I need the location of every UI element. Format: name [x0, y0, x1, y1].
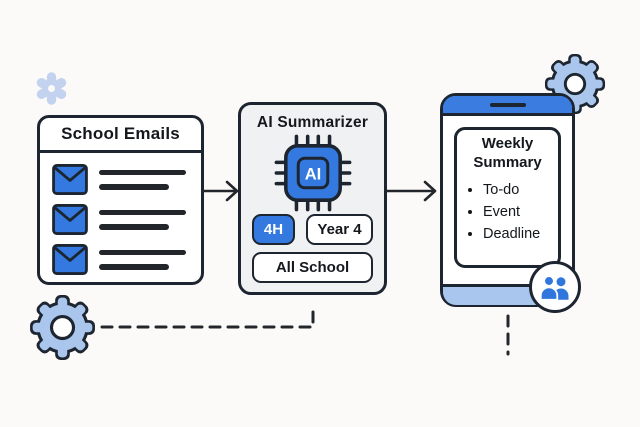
weekly-summary-title: Weekly Summary [473, 135, 542, 171]
asterisk-decoration-icon [36, 72, 67, 105]
school-emails-panel: School Emails [37, 115, 204, 285]
ai-chip-icon: AI [274, 134, 351, 212]
tag-year-4: Year 4 [306, 214, 373, 245]
ai-chip-wrap: AI [274, 134, 352, 212]
flow-arrow-icon [201, 180, 239, 202]
text-line [99, 224, 169, 230]
flow-arrow-icon [385, 180, 437, 202]
summary-item-event: Event [483, 201, 558, 223]
envelope-icon [52, 244, 88, 275]
tag-all-school: All School [252, 252, 373, 283]
text-line [99, 209, 186, 215]
envelope-icon [52, 204, 88, 235]
phone-speaker [489, 102, 526, 107]
email-list [40, 153, 201, 286]
email-row [52, 244, 189, 275]
tag-row: 4H Year 4 [241, 214, 384, 245]
summary-item-todo: To-do [483, 179, 558, 201]
phone-top-bar [443, 96, 572, 116]
gear-icon [30, 295, 95, 360]
ai-chip-label: AI [304, 165, 321, 184]
email-text-lines [99, 169, 186, 190]
summary-list: To-do Event Deadline [465, 179, 558, 246]
ai-summarizer-panel: AI Summarizer AI 4H Year 4 All Sc [238, 102, 387, 295]
weekly-summary-card: Weekly Summary To-do Event Deadline [454, 127, 561, 268]
text-line [99, 249, 186, 255]
text-line [99, 169, 186, 175]
school-emails-header: School Emails [40, 118, 201, 153]
email-row [52, 204, 189, 235]
people-icon [539, 275, 569, 301]
ai-summarizer-title: AI Summarizer [256, 114, 369, 131]
people-badge [529, 261, 581, 313]
envelope-icon [52, 164, 88, 195]
email-text-lines [99, 249, 186, 270]
text-line [99, 264, 169, 270]
email-text-lines [99, 209, 186, 230]
text-line [99, 184, 169, 190]
tag-row-bottom: All School [241, 245, 384, 283]
summary-item-deadline: Deadline [483, 223, 558, 245]
school-emails-title: School Emails [61, 124, 180, 143]
tag-4h: 4H [252, 214, 295, 245]
email-row [52, 164, 189, 195]
phone-panel: Weekly Summary To-do Event Deadline [440, 93, 581, 313]
